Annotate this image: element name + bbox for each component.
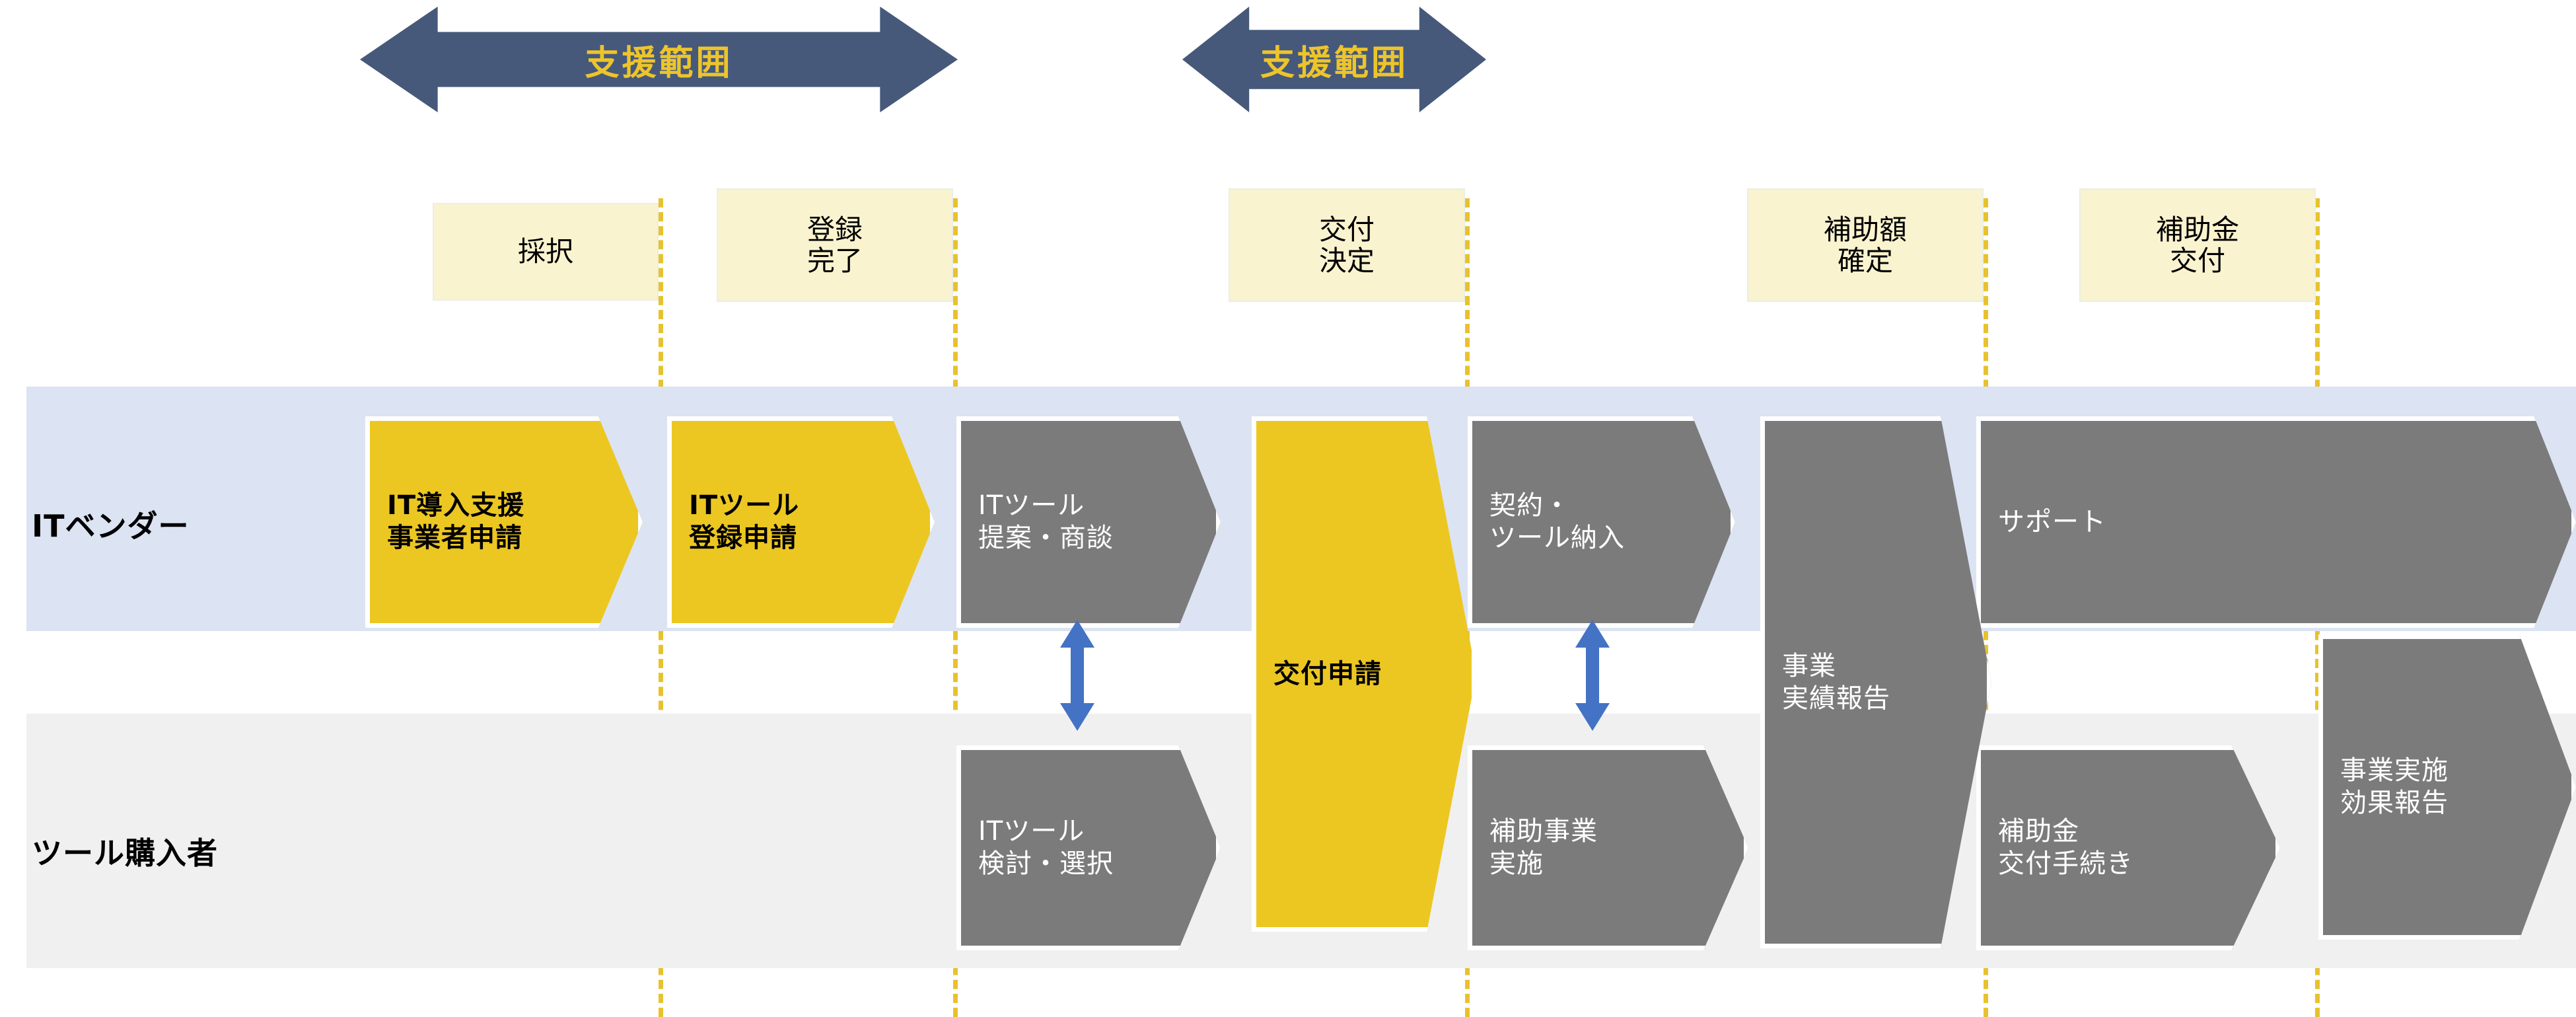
process-vendor-application-line-1: IT導入支援	[387, 490, 525, 521]
process-tool-registration-line-1: ITツール	[689, 490, 800, 521]
process-subsidized-project-line-2: 実施	[1489, 848, 1544, 879]
connector-contract-project-arrow	[1572, 620, 1613, 731]
milestone-subsidy-payment-line-1: 補助金	[2155, 213, 2239, 246]
process-subsidy-procedure-line-2: 交付手続き	[1998, 848, 2133, 879]
process-performance-report[interactable]: 事業 実績報告	[1760, 416, 1991, 948]
support-range-arrow-2: 支援範囲	[1182, 7, 1486, 112]
support-range-arrow-1: 支援範囲	[360, 7, 958, 112]
process-grant-application-line-1: 交付申請	[1273, 658, 1382, 689]
process-tool-proposal[interactable]: ITツール 提案・商談	[956, 416, 1221, 628]
process-tool-registration-line-2: 登録申請	[689, 523, 797, 553]
milestone-subsidy-amount-line-2: 確定	[1837, 245, 1893, 277]
milestone-registration-line-1: 登録	[806, 213, 863, 246]
milestone-box-grant-decision: 交付 決定	[1229, 188, 1465, 302]
lane-label-buyer: ツール購入者	[32, 835, 218, 871]
milestone-grant-decision-line-1: 交付	[1318, 213, 1375, 246]
process-grant-application[interactable]: 交付申請	[1252, 416, 1476, 932]
process-subsidy-procedure[interactable]: 補助金 交付手続き	[1976, 745, 2280, 950]
milestone-box-subsidy-amount: 補助額 確定	[1747, 188, 1984, 302]
process-subsidized-project[interactable]: 補助事業 実施	[1468, 745, 1748, 950]
process-effect-report-line-2: 効果報告	[2340, 788, 2449, 818]
milestone-subsidy-payment-line-2: 交付	[2169, 245, 2225, 277]
milestone-box-registration: 登録 完了	[717, 188, 953, 302]
milestone-box-subsidy-payment: 補助金 交付	[2079, 188, 2316, 302]
process-tool-proposal-line-2: 提案・商談	[978, 523, 1114, 553]
process-support-line-1: サポート	[1998, 506, 2106, 537]
milestone-adoption-line-1: 採択	[517, 235, 573, 268]
process-support[interactable]: サポート	[1976, 416, 2576, 628]
process-tool-selection-line-2: 検討・選択	[978, 848, 1114, 879]
process-tool-selection-line-1: ITツール	[978, 816, 1085, 847]
milestone-subsidy-amount-line-1: 補助額	[1823, 213, 1907, 246]
process-tool-registration[interactable]: ITツール 登録申請	[667, 416, 935, 628]
process-vendor-application-line-2: 事業者申請	[387, 523, 522, 553]
process-subsidy-procedure-line-1: 補助金	[1998, 816, 2079, 847]
process-tool-proposal-line-1: ITツール	[978, 490, 1085, 521]
process-subsidized-project-line-1: 補助事業	[1489, 816, 1598, 847]
process-contract-delivery-line-1: 契約・	[1489, 490, 1571, 521]
process-performance-report-line-1: 事業	[1782, 650, 1836, 681]
lane-label-vendor: ITベンダー	[32, 508, 190, 544]
support-range-label-1: 支援範囲	[585, 43, 733, 83]
process-contract-delivery[interactable]: 契約・ ツール納入	[1468, 416, 1735, 628]
milestone-box-adoption: 採択	[433, 203, 659, 301]
process-performance-report-line-2: 実績報告	[1782, 683, 1890, 714]
milestone-grant-decision-line-2: 決定	[1318, 245, 1375, 277]
connector-proposal-selection-arrow	[1057, 620, 1098, 731]
process-tool-selection[interactable]: ITツール 検討・選択	[956, 745, 1221, 950]
process-vendor-application[interactable]: IT導入支援 事業者申請	[365, 416, 643, 628]
support-range-label-2: 支援範囲	[1260, 43, 1408, 83]
process-contract-delivery-line-2: ツール納入	[1489, 523, 1625, 553]
process-effect-report[interactable]: 事業実施 効果報告	[2318, 634, 2576, 940]
milestone-registration-line-2: 完了	[806, 245, 863, 277]
process-effect-report-line-1: 事業実施	[2340, 755, 2449, 786]
